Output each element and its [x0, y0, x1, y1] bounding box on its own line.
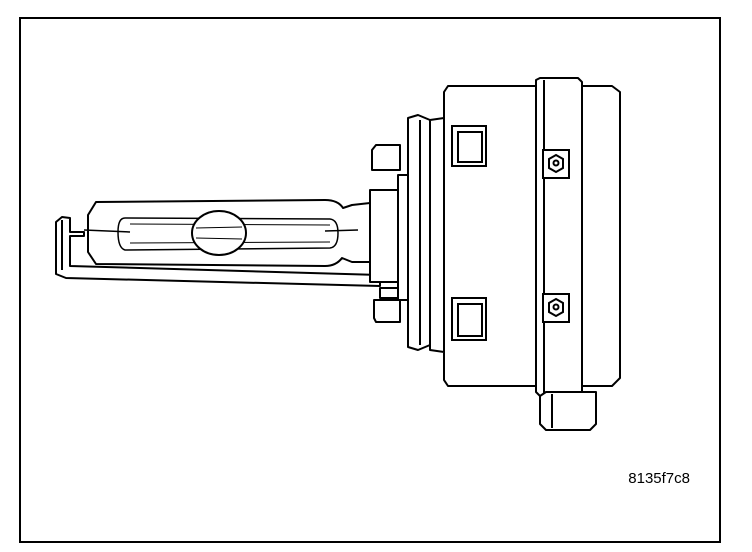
- figure-code-label: 8135f7c8: [628, 470, 690, 487]
- housing-window-top: [451, 125, 487, 167]
- return-wire: [55, 216, 381, 287]
- electrode-left: [83, 229, 131, 233]
- screw-bottom: [542, 293, 570, 323]
- collar-band: [535, 77, 583, 397]
- arc-chamber: [191, 210, 247, 256]
- inner-capsule: [117, 217, 339, 251]
- connector-tab: [539, 391, 597, 431]
- electrode-right: [324, 229, 359, 232]
- flange: [397, 114, 431, 351]
- screw-top: [542, 149, 570, 179]
- housing-window-bottom: [451, 297, 487, 341]
